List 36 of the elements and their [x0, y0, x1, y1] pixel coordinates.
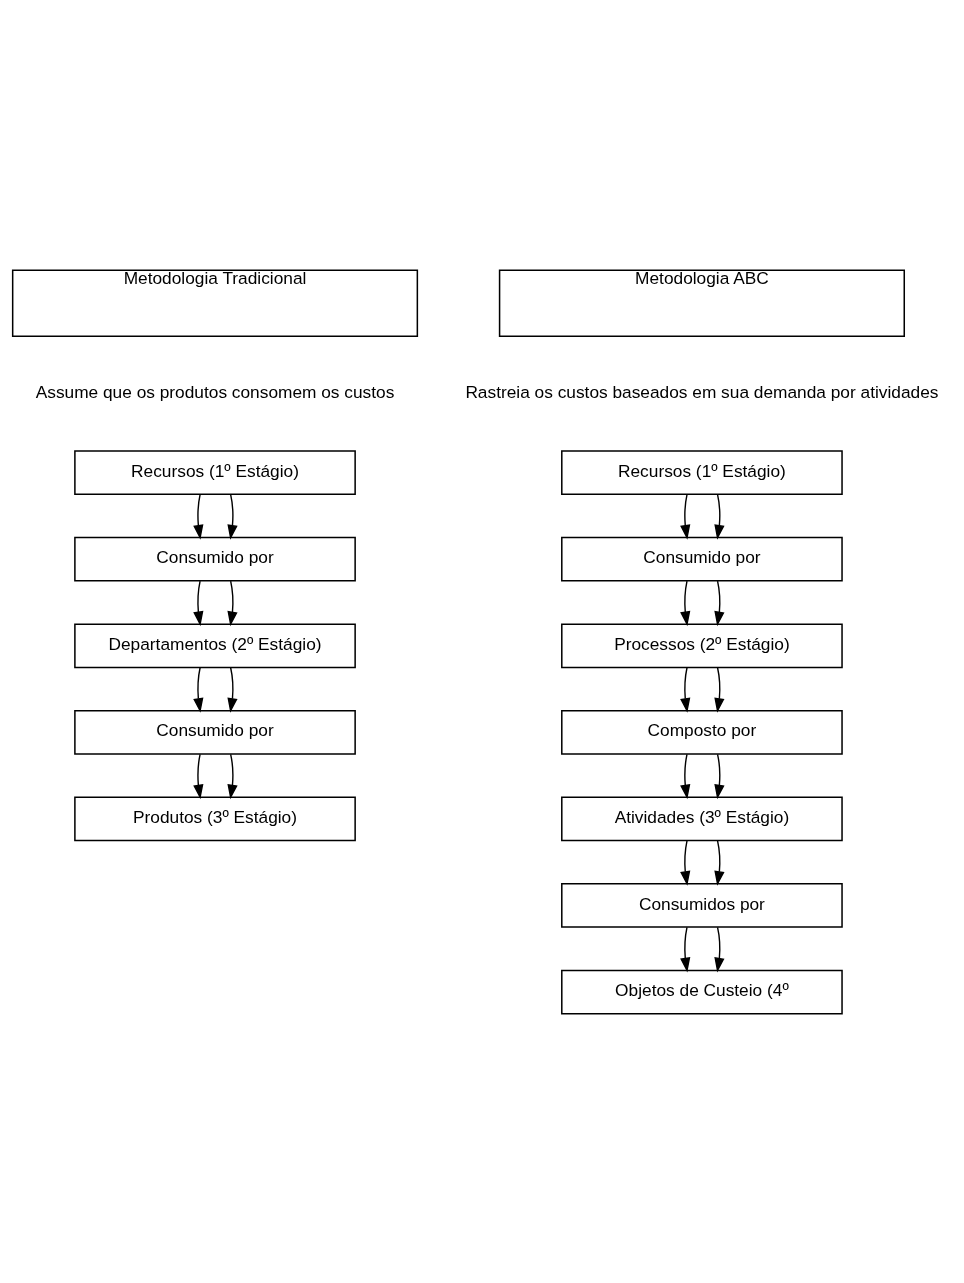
node-box: Consumido por	[561, 536, 843, 582]
arrow	[193, 666, 204, 713]
arrow	[193, 753, 204, 799]
arrow	[193, 579, 204, 626]
arrow	[193, 493, 204, 540]
node-box: Departamentos (2º Estágio)	[74, 622, 356, 668]
node-box: Atividades (3º Estágio)	[561, 796, 843, 841]
arrow	[680, 753, 691, 799]
arrow	[714, 579, 725, 626]
arrow	[680, 579, 691, 626]
node-box: Consumidos por	[561, 882, 843, 928]
arrow	[227, 666, 238, 713]
node-box: Recursos (1º Estágio)	[561, 449, 843, 495]
node-box: Metodologia Tradicional	[11, 269, 419, 337]
arrow	[680, 666, 691, 713]
arrow	[714, 753, 725, 799]
node-box: Consumido por	[74, 536, 356, 582]
arrow	[680, 926, 691, 972]
arrow	[680, 839, 691, 886]
label: Assume que os produtos consomem os custos	[35, 381, 395, 402]
arrow	[714, 493, 725, 540]
arrow	[227, 753, 238, 799]
arrow	[227, 493, 238, 540]
label: Rastreia os custos baseados em sua demanda por atividades	[465, 381, 939, 402]
node-box: Objetos de Custeio (4º	[561, 969, 843, 1014]
node-box: Metodologia ABC	[498, 269, 905, 337]
arrow	[714, 926, 725, 972]
arrow	[714, 839, 725, 886]
node-box: Consumido por	[74, 709, 356, 755]
arrow	[227, 579, 238, 626]
node-box: Composto por	[561, 709, 843, 755]
node-box: Recursos (1º Estágio)	[74, 449, 356, 495]
node-box: Processos (2º Estágio)	[561, 622, 843, 668]
arrow	[714, 666, 725, 713]
node-box: Produtos (3º Estágio)	[74, 796, 356, 841]
arrow	[680, 493, 691, 540]
